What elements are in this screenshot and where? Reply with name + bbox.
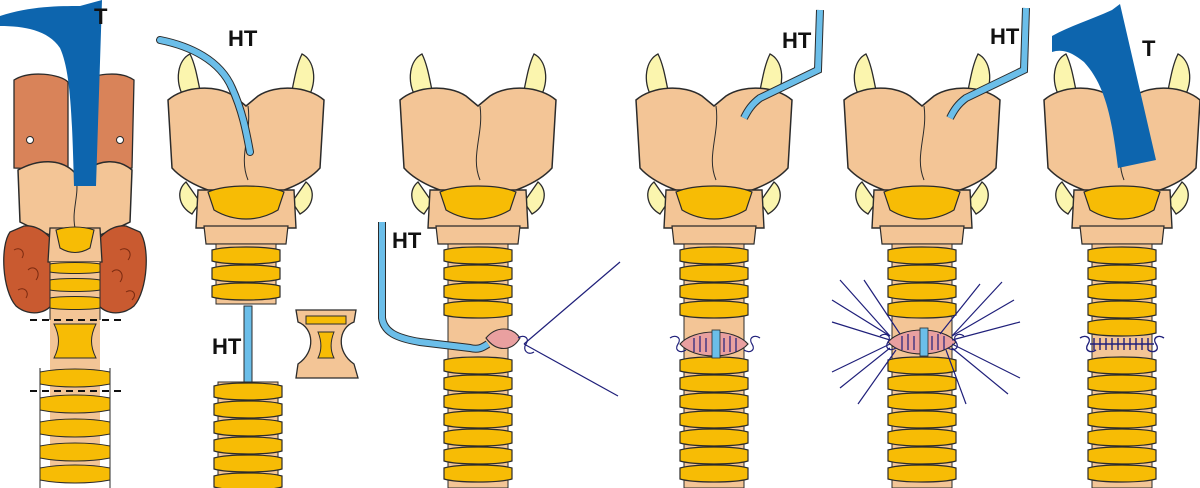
panel-b: HT HT xyxy=(156,26,359,488)
trachea xyxy=(887,243,957,488)
tube-label-ht: HT xyxy=(392,228,422,253)
resected-segment xyxy=(295,309,359,379)
orotracheal-tube xyxy=(0,0,102,186)
tube-label-t: T xyxy=(1142,36,1156,61)
tube-label-ht: HT xyxy=(228,26,258,51)
trachea-upper-segment xyxy=(211,243,281,305)
trachea xyxy=(39,262,111,488)
trachea xyxy=(1087,243,1157,488)
panel-c: HT xyxy=(378,53,621,488)
tube-label-t: T xyxy=(94,4,108,29)
larynx xyxy=(843,53,1001,245)
tube-label-ht: HT xyxy=(990,24,1020,49)
panel-d: HT xyxy=(635,9,824,488)
trachea xyxy=(443,243,513,488)
distal-tube xyxy=(243,305,253,383)
anastomosis-site xyxy=(485,328,521,350)
tube-label-ht-distal: HT xyxy=(212,334,242,359)
stay-sutures xyxy=(517,261,621,397)
traction-sutures xyxy=(831,279,1021,405)
panel-a: T xyxy=(0,0,147,488)
trachea xyxy=(679,243,749,488)
orotracheal-tube xyxy=(1052,4,1156,168)
thyroid-gland xyxy=(3,225,147,314)
completed-anastomosis xyxy=(1079,335,1165,353)
larynx xyxy=(635,53,793,245)
panel-f: T xyxy=(1043,4,1200,488)
sutures xyxy=(669,335,761,353)
larynx xyxy=(399,53,557,245)
panel-e: HT xyxy=(831,7,1030,488)
trachea-lower-segment xyxy=(213,381,283,488)
tube-label-ht: HT xyxy=(782,28,812,53)
